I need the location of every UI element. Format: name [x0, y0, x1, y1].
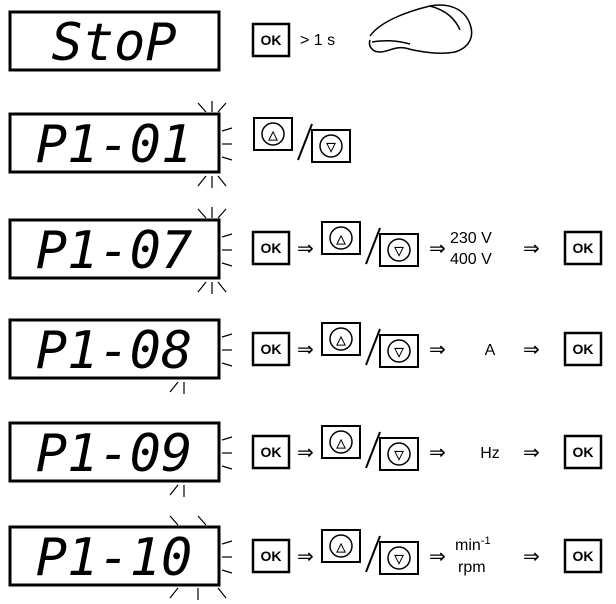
- down-arrow-key[interactable]: ▿: [379, 334, 419, 368]
- value-unit-min-exp: -1: [481, 535, 491, 547]
- ok-key[interactable]: OK: [563, 230, 603, 266]
- ok-key[interactable]: OK: [563, 331, 603, 367]
- row-stop: StoP OK > 1 s: [8, 4, 473, 73]
- blink-rays-icon: [197, 207, 233, 294]
- display-text: P1-01: [36, 115, 193, 175]
- up-arrow-key-icon: ▵: [336, 226, 346, 250]
- up-arrow-key-icon: ▵: [268, 122, 278, 146]
- slash-divider: [365, 328, 381, 366]
- implies-arrow: ⇒: [429, 440, 446, 464]
- display-box: [8, 112, 221, 174]
- hand-icon: [368, 4, 473, 54]
- slash-divider: [365, 227, 381, 265]
- implies-arrow: ⇒: [297, 440, 314, 464]
- blink-rays-icon: [169, 333, 233, 394]
- up-arrow-key-icon: ▵: [336, 534, 346, 558]
- down-arrow-key-icon: ▿: [394, 546, 404, 570]
- display-text: P1-07: [36, 221, 193, 281]
- down-arrow-key[interactable]: ▿: [379, 437, 419, 471]
- up-arrow-key[interactable]: ▵: [321, 425, 361, 459]
- svg-text:OK: OK: [573, 240, 594, 256]
- svg-text:OK: OK: [573, 548, 594, 564]
- blink-rays-icon: [169, 436, 233, 497]
- implies-arrow: ⇒: [429, 544, 446, 568]
- ok-key[interactable]: OK: [251, 22, 291, 58]
- svg-text:OK: OK: [573, 341, 594, 357]
- display-text: StoP: [51, 13, 176, 73]
- svg-text:OK: OK: [261, 32, 282, 48]
- ok-key[interactable]: OK: [251, 538, 291, 574]
- value-line-1: 230 V: [450, 230, 492, 247]
- blink-rays-icon: [197, 101, 233, 188]
- up-arrow-key[interactable]: ▵: [321, 529, 361, 563]
- row-p1-09: P1-09 OK ⇒ ▵ ▿ ⇒ Hz ⇒ OK: [8, 421, 603, 497]
- up-arrow-key-icon: ▵: [336, 430, 346, 454]
- ok-key[interactable]: OK: [251, 230, 291, 266]
- implies-arrow: ⇒: [297, 236, 314, 260]
- display-text: P1-08: [36, 321, 193, 381]
- up-arrow-key[interactable]: ▵: [321, 322, 361, 356]
- slash-divider: [365, 535, 381, 573]
- implies-arrow: ⇒: [523, 236, 540, 260]
- value-unit-rpm: rpm: [458, 559, 486, 576]
- down-arrow-key-icon: ▿: [394, 339, 404, 363]
- svg-text:OK: OK: [573, 444, 594, 460]
- implies-arrow: ⇒: [297, 544, 314, 568]
- value-unit-min-base: min: [455, 537, 481, 554]
- down-arrow-key-icon: ▿: [394, 238, 404, 262]
- up-arrow-key[interactable]: ▵: [321, 221, 361, 255]
- ok-key[interactable]: OK: [251, 331, 291, 367]
- svg-text:OK: OK: [261, 240, 282, 256]
- svg-text:OK: OK: [261, 444, 282, 460]
- svg-text:OK: OK: [261, 548, 282, 564]
- value-unit: Hz: [480, 445, 500, 462]
- display-box: [8, 318, 221, 380]
- display-box: [8, 218, 221, 280]
- value-line-2: 400 V: [450, 251, 492, 268]
- row-p1-01: P1-01 ▵ ▿: [8, 101, 351, 188]
- display-text: P1-09: [36, 424, 193, 484]
- ok-key[interactable]: OK: [251, 434, 291, 470]
- up-arrow-key-icon: ▵: [336, 327, 346, 351]
- slash-divider: [297, 123, 313, 161]
- row-p1-08: P1-08 OK ⇒ ▵ ▿ ⇒ A ⇒ OK: [8, 318, 603, 394]
- row-p1-10: P1-10 OK ⇒ ▵ ▿ ⇒ min-1 rpm ⇒: [8, 515, 603, 600]
- implies-arrow: ⇒: [297, 337, 314, 361]
- slash-divider: [365, 431, 381, 469]
- down-arrow-key[interactable]: ▿: [379, 541, 419, 575]
- ok-key[interactable]: OK: [563, 434, 603, 470]
- down-arrow-key[interactable]: ▿: [311, 129, 351, 163]
- value-unit-min: min-1: [455, 535, 491, 554]
- hold-duration: > 1 s: [300, 32, 335, 49]
- display-box: [8, 10, 221, 72]
- down-arrow-key-icon: ▿: [394, 442, 404, 466]
- svg-text:OK: OK: [261, 341, 282, 357]
- implies-arrow: ⇒: [523, 337, 540, 361]
- ok-key[interactable]: OK: [563, 538, 603, 574]
- display-text: P1-10: [36, 528, 193, 588]
- value-unit: A: [485, 342, 496, 359]
- implies-arrow: ⇒: [429, 337, 446, 361]
- row-p1-07: P1-07 OK ⇒ ▵ ▿ ⇒ 230 V 400 V ⇒: [8, 207, 603, 294]
- display-box: [8, 421, 221, 483]
- down-arrow-key-icon: ▿: [326, 134, 336, 158]
- up-arrow-key[interactable]: ▵: [253, 117, 293, 151]
- implies-arrow: ⇒: [523, 544, 540, 568]
- blink-rays-icon: [169, 515, 233, 600]
- implies-arrow: ⇒: [429, 236, 446, 260]
- implies-arrow: ⇒: [523, 440, 540, 464]
- display-box: [8, 525, 221, 587]
- down-arrow-key[interactable]: ▿: [379, 233, 419, 267]
